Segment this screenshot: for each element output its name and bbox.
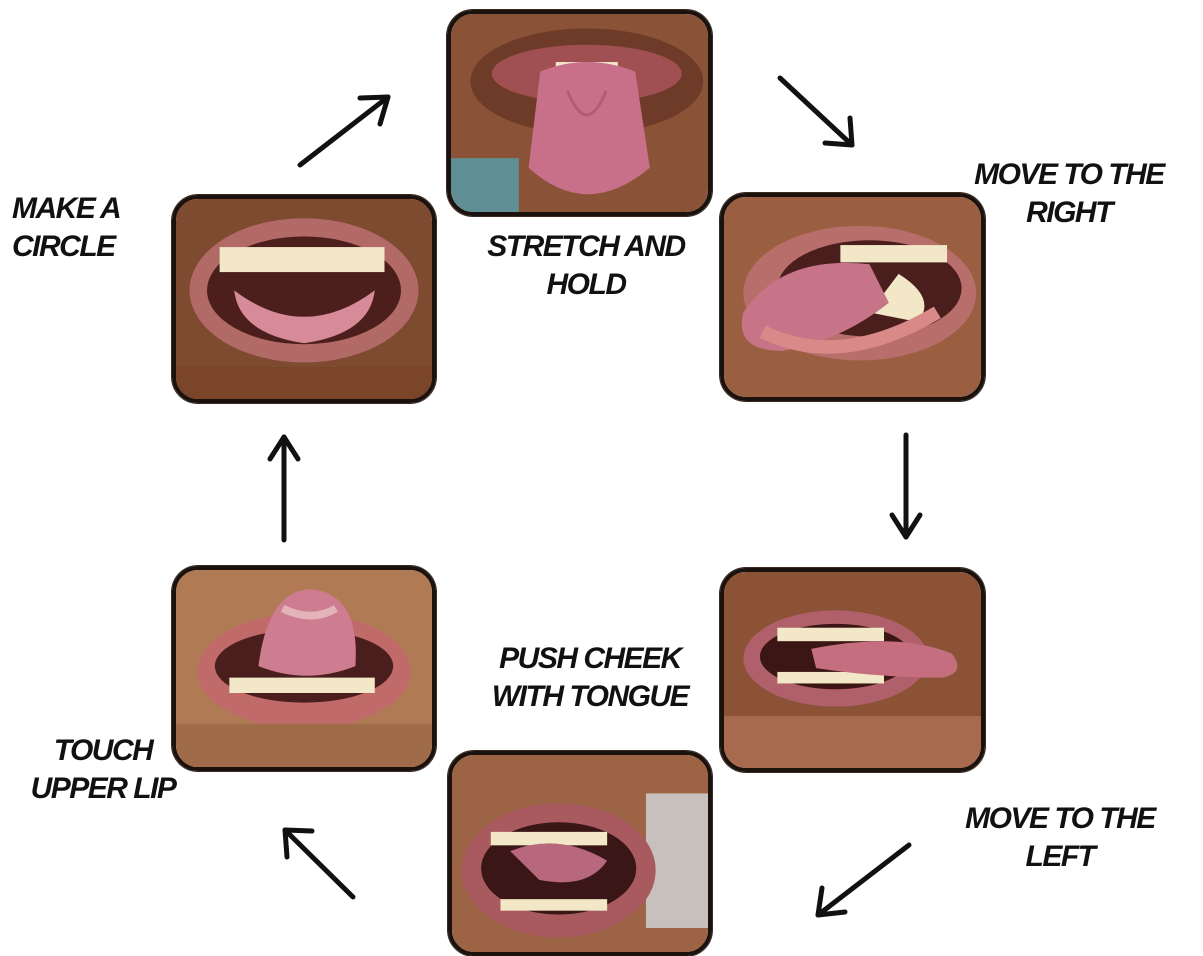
arrow-stretch-to-right	[780, 78, 852, 145]
arrow-lip-to-circle	[270, 437, 298, 540]
arrow-left-to-lip	[285, 830, 353, 897]
arrow-cheek-to-left	[818, 845, 909, 915]
arrow-circle-to-stretch	[300, 97, 388, 165]
arrow-right-to-cheek	[892, 435, 920, 537]
